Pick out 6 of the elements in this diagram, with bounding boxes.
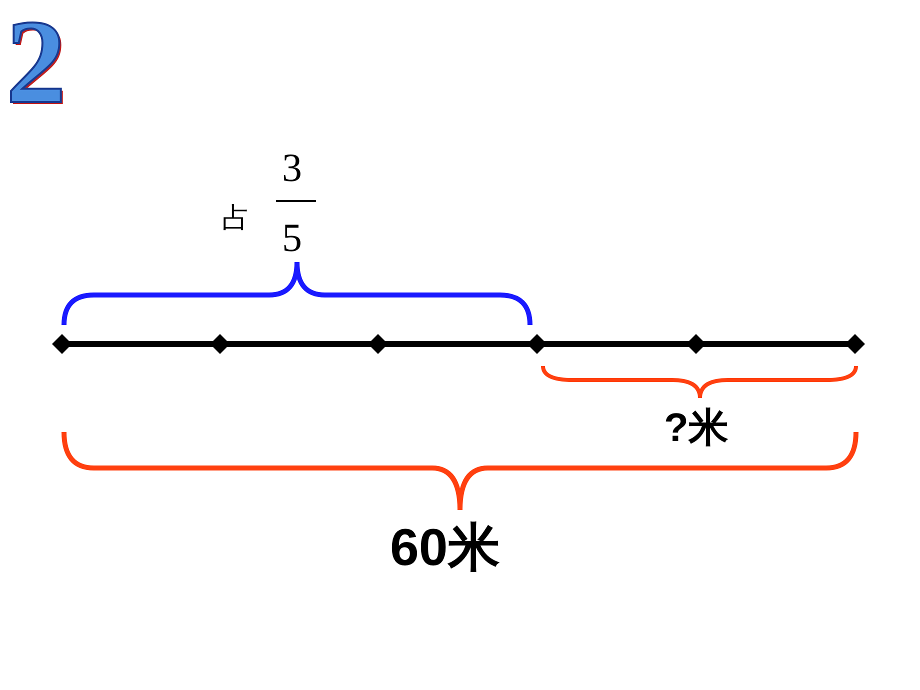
label: 占 — [222, 204, 250, 232]
denominator: 5 — [282, 218, 302, 258]
length-label: 60米 — [390, 522, 500, 574]
step-number: 2 — [6, 2, 66, 122]
numerator: 3 — [282, 148, 302, 188]
length-label: ?米 — [664, 408, 728, 448]
